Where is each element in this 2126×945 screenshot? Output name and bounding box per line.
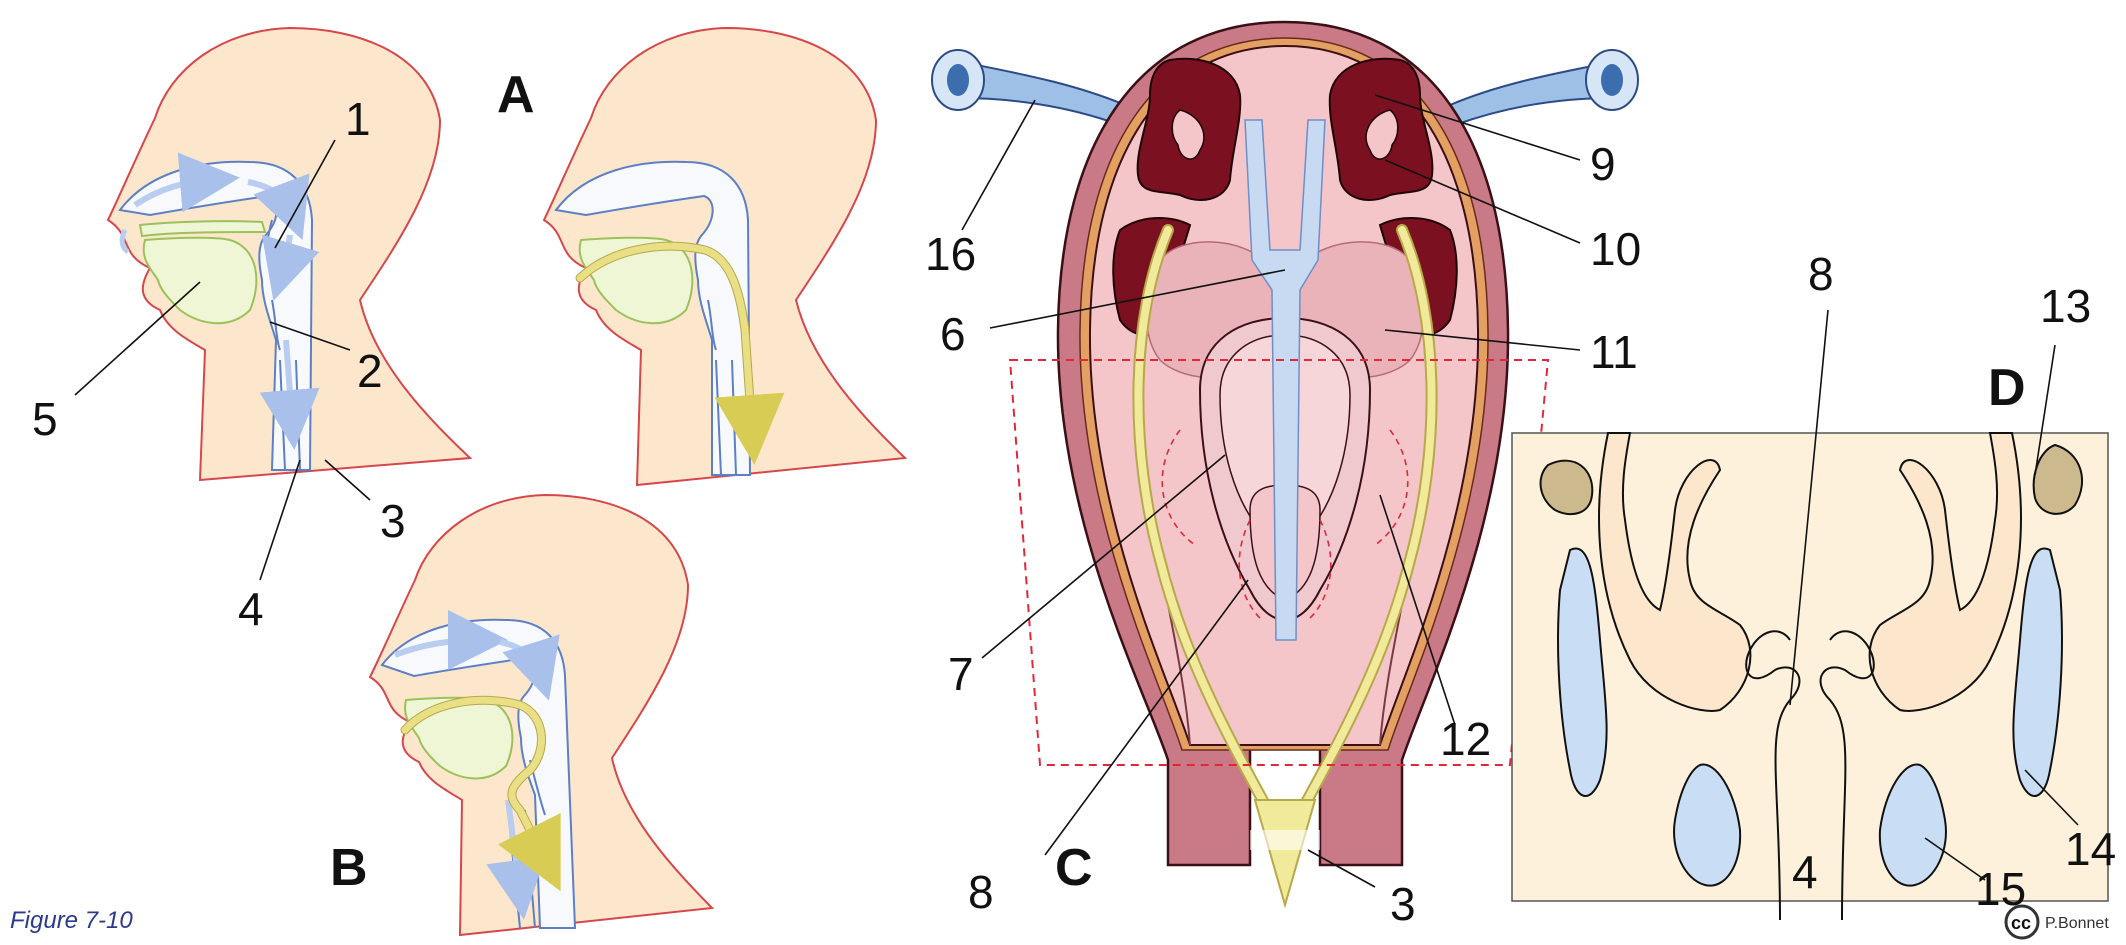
- panel-label-c: C: [1055, 839, 1093, 897]
- label-2: 2: [357, 345, 383, 397]
- label-13: 13: [2040, 280, 2091, 332]
- cross-section-panel: [1511, 432, 2109, 921]
- label-8-panel-d: 8: [1808, 248, 1834, 300]
- label-4: 4: [238, 583, 264, 635]
- label-6: 6: [940, 308, 966, 360]
- label-7: 7: [948, 648, 974, 700]
- label-10: 10: [1590, 223, 1641, 275]
- figure-caption: Figure 7-10: [10, 907, 133, 934]
- label-11: 11: [1590, 326, 1638, 378]
- label-16: 16: [925, 228, 976, 280]
- panel-label-d: D: [1988, 359, 2026, 417]
- head-breathing: [106, 26, 473, 482]
- label-9: 9: [1590, 138, 1616, 190]
- license-credit: cc P.Bonnet: [2004, 904, 2109, 940]
- labels-panel-a: 1 2 3 4 5 A: [32, 66, 535, 635]
- label-1: 1: [345, 93, 371, 145]
- label-14: 14: [2065, 823, 2116, 875]
- creative-commons-icon: [2004, 904, 2040, 940]
- label-5: 5: [32, 393, 58, 445]
- label-3-panel-c: 3: [1390, 878, 1416, 930]
- panel-label-a: A: [497, 66, 535, 124]
- label-12: 12: [1440, 713, 1491, 765]
- pharynx-posterior-view: [931, 20, 1639, 909]
- label-4-panel-d: 4: [1792, 846, 1818, 898]
- label-3: 3: [380, 495, 406, 547]
- labels-panel-c: 16 9 10 6 11 7 8 12 3 C: [925, 94, 1641, 930]
- panel-label-b: B: [330, 839, 368, 897]
- license-badge: cc: [2011, 913, 2031, 933]
- label-8: 8: [968, 866, 994, 918]
- author-credit: P.Bonnet: [2045, 915, 2109, 932]
- head-intersection: B: [330, 493, 715, 937]
- head-swallowing: [542, 26, 908, 487]
